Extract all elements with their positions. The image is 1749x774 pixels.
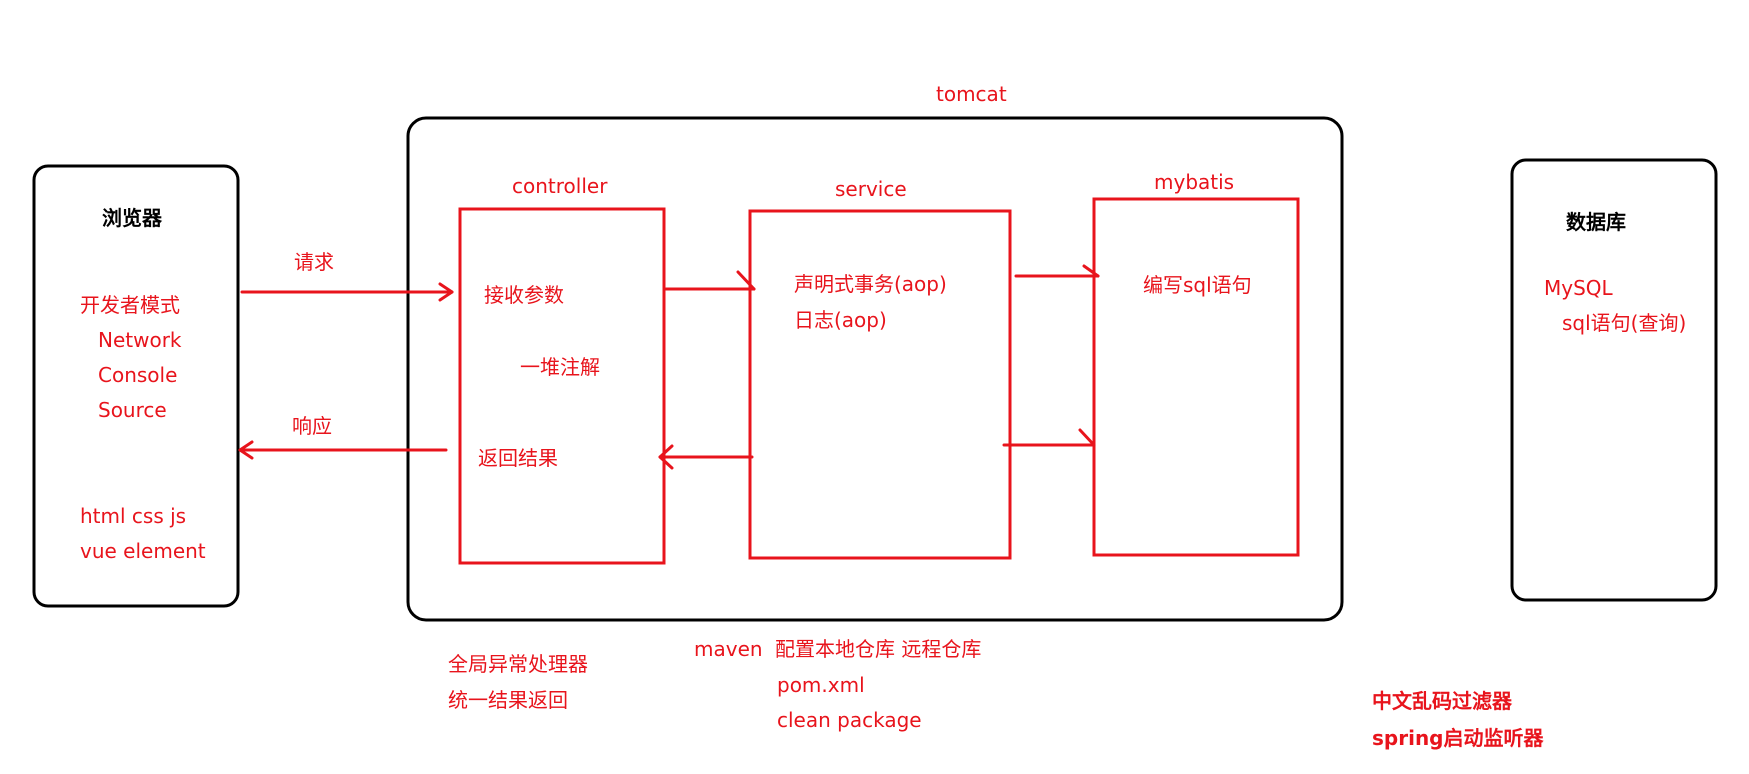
mybatis-title: mybatis [1154, 170, 1234, 194]
maven-repos: 配置本地仓库 远程仓库 [775, 637, 981, 661]
request-arrowhead [438, 282, 454, 302]
browser-dev-mode: 开发者模式 [80, 293, 180, 317]
service-box [748, 209, 1012, 560]
unified-result: 统一结果返回 [448, 688, 568, 712]
request-label: 请求 [294, 250, 334, 274]
browser-tool-console: Console [98, 363, 177, 387]
controller-annotations: 一堆注解 [520, 355, 600, 379]
service-tx: 声明式事务(aop) [794, 272, 947, 296]
browser-tool-source: Source [98, 398, 167, 422]
global-exception-handler: 全局异常处理器 [448, 652, 588, 676]
controller-return-result: 返回结果 [478, 446, 558, 470]
database-title: 数据库 [1566, 210, 1626, 234]
browser-tool-network: Network [98, 328, 182, 352]
maven-label: maven [694, 637, 763, 661]
service-to-controller-arrowhead [658, 444, 674, 470]
service-to-mybatis-arrowhead [1082, 264, 1100, 278]
response-label: 响应 [292, 414, 332, 438]
controller-box [458, 207, 666, 565]
database-engine: MySQL [1544, 276, 1614, 300]
mybatis-box [1092, 197, 1300, 557]
tomcat-container [406, 116, 1344, 622]
mybatis-sql: 编写sql语句 [1143, 273, 1252, 297]
browser-tech-line1: html css js [80, 504, 186, 528]
service-title: service [835, 177, 907, 201]
database-box [1510, 158, 1718, 602]
spring-startup-listener: spring启动监听器 [1372, 726, 1544, 750]
maven-pom: pom.xml [777, 673, 865, 697]
service-to-mybatis-arrowhead-2 [1078, 428, 1096, 447]
controller-receive: 接收参数 [484, 283, 564, 307]
tomcat-title: tomcat [936, 82, 1007, 106]
browser-title: 浏览器 [102, 206, 163, 230]
database-query: sql语句(查询) [1562, 311, 1686, 335]
maven-clean-package: clean package [777, 708, 922, 732]
controller-to-service-arrowhead [736, 270, 756, 291]
controller-title: controller [512, 174, 608, 198]
browser-box [32, 164, 240, 608]
service-log: 日志(aop) [794, 308, 887, 332]
encoding-filter: 中文乱码过滤器 [1372, 689, 1513, 713]
browser-tech-line2: vue element [80, 539, 206, 563]
response-arrowhead [238, 440, 254, 460]
